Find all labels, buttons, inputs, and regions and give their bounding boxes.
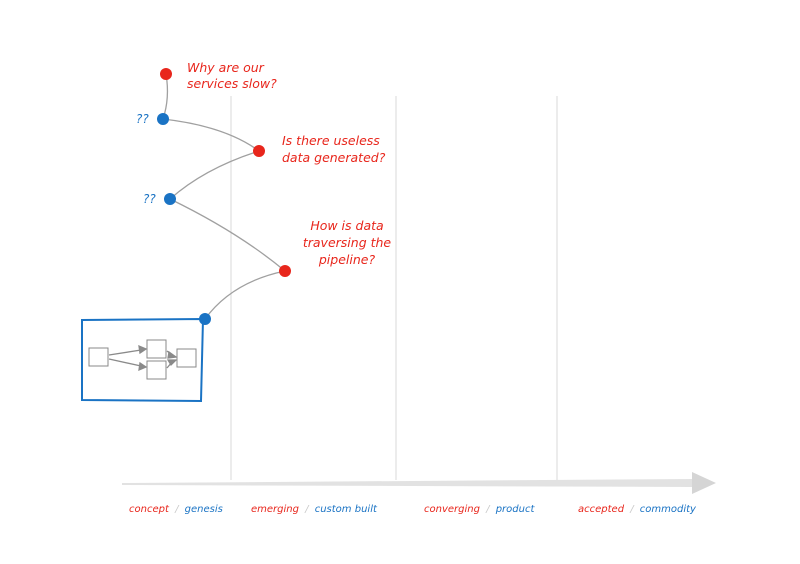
axis-stage-labels: concept / genesis emerging / custom buil… [129,504,697,515]
question-1-label: Why are our services slow? [187,60,277,91]
svg-text:Why are our: Why are our [187,60,265,75]
connector-q2-node2 [169,150,260,200]
unknown-mark-2: ?? [143,192,156,206]
stage-gridlines [230,96,558,480]
pipeline-stage-bottom [146,360,167,380]
pipeline-stage-sink [176,348,197,368]
svg-text:traversing the: traversing the [303,235,392,250]
stage-label-custom: emerging / custom built [251,504,378,515]
connector-q1-node1 [162,73,169,120]
question-dot-3[interactable] [279,265,291,277]
connectors [162,73,286,320]
svg-text:Is there useless: Is there useless [282,133,380,148]
question-dot-2[interactable] [253,145,265,157]
svg-text:How is data: How is data [310,218,383,233]
pipeline-box[interactable] [81,317,205,403]
svg-text:data generated?: data generated? [282,150,386,165]
evolution-axis [122,472,716,494]
connector-node1-q2 [162,118,260,152]
pipeline-node[interactable] [199,313,211,325]
unknown-mark-1: ?? [136,112,149,126]
question-2-label: Is there useless data generated? [282,133,386,165]
stage-label-genesis: concept / genesis [129,504,223,515]
question-3-label: How is data traversing the pipeline? [303,218,392,267]
stage-label-commodity: accepted / commodity [578,504,697,515]
svg-text:pipeline?: pipeline? [318,252,376,267]
pipeline-stage-source [88,347,109,367]
svg-text:services slow?: services slow? [187,76,277,91]
axis-arrow-head [692,472,716,494]
question-dot-1[interactable] [160,68,172,80]
unknown-node-1[interactable] [157,113,169,125]
pipeline-box-border [81,317,205,403]
unknown-node-2[interactable] [164,193,176,205]
pipeline-stage-top [146,339,167,359]
connector-node2-q3 [169,198,286,272]
axis-arrow-shaft [122,479,694,487]
stage-label-product: converging / product [424,504,535,515]
connector-q3-node3 [204,270,286,320]
pipeline-arrows [108,344,178,372]
